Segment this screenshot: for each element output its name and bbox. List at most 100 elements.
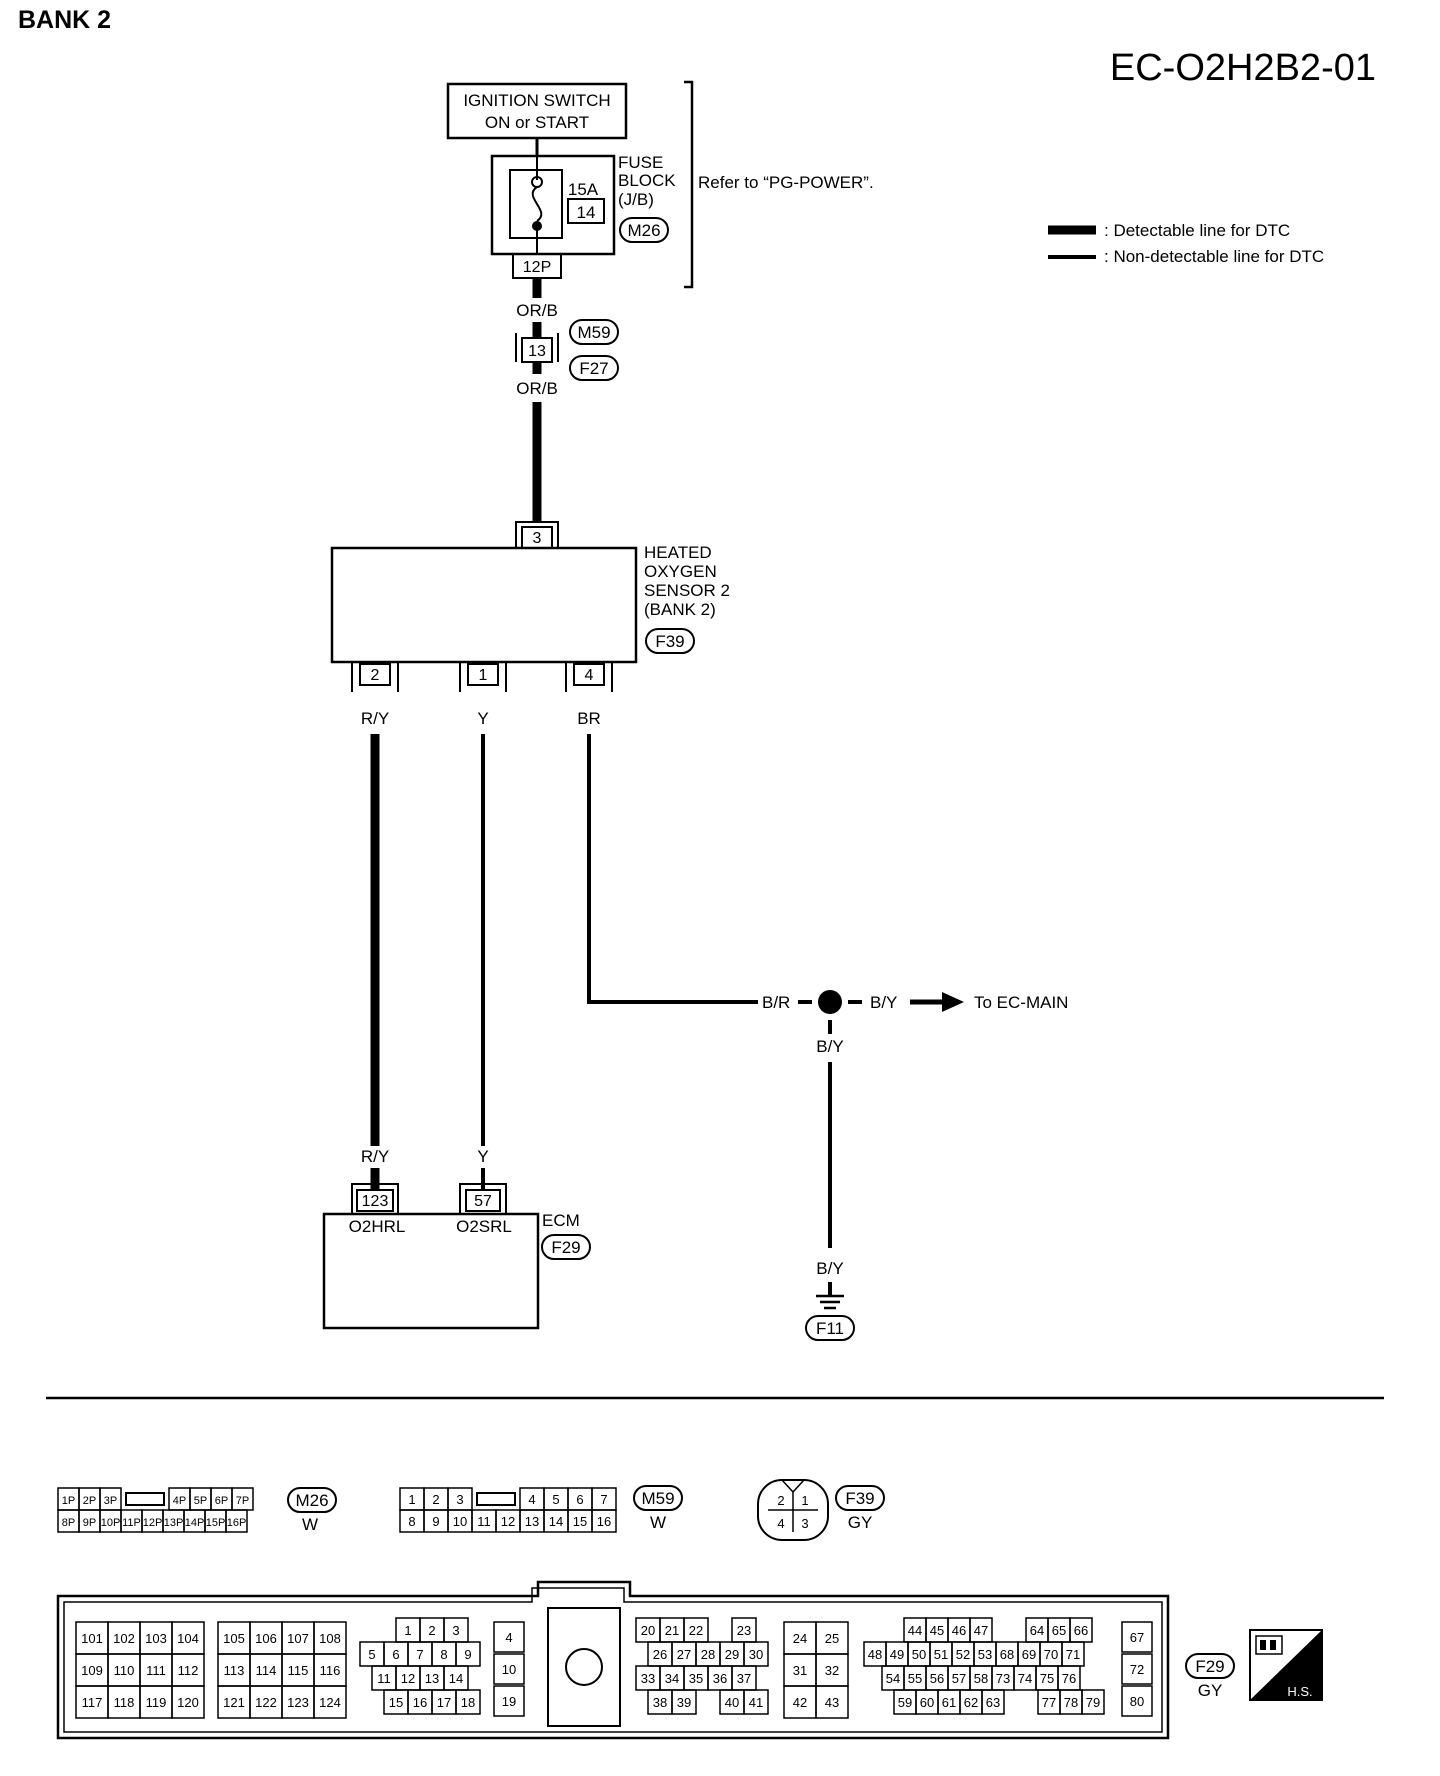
pin-number: 58 [974, 1671, 988, 1686]
fuse-block-label-line3: (J/B) [618, 190, 654, 209]
pin-number: 25 [825, 1631, 839, 1646]
pin-number: 79 [1086, 1695, 1100, 1710]
pin-number: 7P [236, 1495, 249, 1507]
pin-number: 10P [101, 1517, 121, 1529]
pin-number: 16P [227, 1517, 247, 1529]
pin-number: 32 [825, 1663, 839, 1678]
legend: : Detectable line for DTC : Non-detectab… [1048, 221, 1324, 266]
refer-text: Refer to “PG-POWER”. [698, 173, 874, 192]
pin-number: 21 [665, 1623, 679, 1638]
pin-number: 122 [255, 1695, 277, 1710]
pin-number: 61 [942, 1695, 956, 1710]
pin-number: 2P [83, 1495, 96, 1507]
pin-number: 10 [453, 1514, 467, 1529]
pin-number: 44 [908, 1623, 922, 1638]
pin-number: 73 [996, 1671, 1010, 1686]
pin-number: 120 [177, 1695, 199, 1710]
pin-cell [493, 1653, 525, 1685]
pin-number: 46 [952, 1623, 966, 1638]
pin-number: 12 [401, 1671, 415, 1686]
pin-number: 37 [737, 1671, 751, 1686]
sensor-pin-4: 4 [585, 667, 594, 684]
pin-cell [171, 1685, 205, 1719]
wire-label-orb-lower: OR/B [516, 379, 558, 398]
pin-number: 56 [930, 1671, 944, 1686]
pin-number: 13P [164, 1517, 184, 1529]
wire-label-by-main: B/Y [870, 993, 897, 1012]
wire-label-by-down: B/Y [816, 1037, 843, 1056]
pin-number: 1 [404, 1623, 411, 1638]
sensor-connector-label: F39 [655, 632, 684, 651]
f39-pin-4: 4 [777, 1516, 784, 1531]
pin-number: 64 [1030, 1623, 1044, 1638]
pin-number: 42 [793, 1695, 807, 1710]
fuse-element-icon [531, 186, 543, 222]
connector-m26-color: W [302, 1515, 318, 1534]
to-ec-main: To EC-MAIN [974, 993, 1068, 1012]
f39-pin-2: 2 [777, 1493, 784, 1508]
pin-number: 54 [886, 1671, 900, 1686]
page-title: BANK 2 [18, 6, 111, 34]
pin-number: 55 [908, 1671, 922, 1686]
pin-number: 30 [749, 1647, 763, 1662]
pin-number: 36 [713, 1671, 727, 1686]
pin-number: 15 [389, 1695, 403, 1710]
pin-number: 124 [319, 1695, 341, 1710]
wire-label-br-junction: B/R [762, 993, 790, 1012]
pin-number: 47 [974, 1623, 988, 1638]
pin-number: 27 [677, 1647, 691, 1662]
pin-number: 118 [114, 1695, 135, 1710]
pin-number: 76 [1062, 1671, 1076, 1686]
pin-number: 41 [749, 1695, 763, 1710]
pin-number: 20 [641, 1623, 655, 1638]
sensor-label-line1: HEATED [644, 543, 712, 562]
pin-number: 78 [1064, 1695, 1078, 1710]
pin-number: 107 [287, 1631, 309, 1646]
pin-number: 103 [145, 1631, 167, 1646]
pin-number: 49 [890, 1647, 904, 1662]
pin-cell [1121, 1653, 1153, 1685]
sensor-label-line2: OXYGEN [644, 562, 717, 581]
pin-number: 112 [178, 1663, 199, 1678]
legend-non-detectable: : Non-detectable line for DTC [1104, 247, 1324, 266]
harness-side-label: H.S. [1287, 1684, 1312, 1699]
connector-m26-label: M26 [295, 1491, 328, 1510]
pin-cell [225, 1509, 248, 1533]
fuse-connector-badge [619, 217, 669, 243]
ground-icon [816, 1294, 844, 1310]
fuse-block: 15A 14 FUSE BLOCK (J/B) M26 12P [490, 153, 676, 279]
wire-label-by-ground: B/Y [816, 1259, 843, 1278]
pin-number: 59 [898, 1695, 912, 1710]
ecm-label: ECM [542, 1211, 580, 1230]
pin-number: 111 [146, 1663, 166, 1678]
pin-number: 11 [477, 1514, 491, 1529]
pin-number: 104 [177, 1631, 199, 1646]
pin-number: 26 [653, 1647, 667, 1662]
pin-number: 75 [1040, 1671, 1054, 1686]
pin-number: 11P [122, 1517, 141, 1529]
pin-number: 19 [502, 1694, 516, 1709]
pin-cell [493, 1685, 525, 1717]
pin-number: 14 [449, 1671, 463, 1686]
wire-label-y-bottom: Y [477, 1147, 488, 1166]
connector-m59-label: M59 [641, 1489, 674, 1508]
pin-number: 18 [461, 1695, 475, 1710]
pin-number: 12 [501, 1514, 515, 1529]
connector-f39-color: GY [848, 1513, 873, 1532]
pin-number: 14P [185, 1517, 205, 1529]
wire-label-orb-upper: OR/B [516, 301, 558, 320]
pin-number: 40 [725, 1695, 739, 1710]
pin-number: 5 [552, 1492, 559, 1507]
wire-label-y-top: Y [477, 709, 488, 728]
pin-number: 115 [288, 1663, 309, 1678]
connector-m59-color: W [650, 1513, 666, 1532]
pin-number: 4P [173, 1495, 186, 1507]
connector-f29-color: GY [1198, 1681, 1223, 1700]
refer-bracket [684, 80, 694, 289]
pin-number: 23 [737, 1623, 751, 1638]
pin-number: 7 [416, 1647, 423, 1662]
pin-number: 16 [597, 1514, 611, 1529]
pin-number: 67 [1130, 1630, 1144, 1645]
